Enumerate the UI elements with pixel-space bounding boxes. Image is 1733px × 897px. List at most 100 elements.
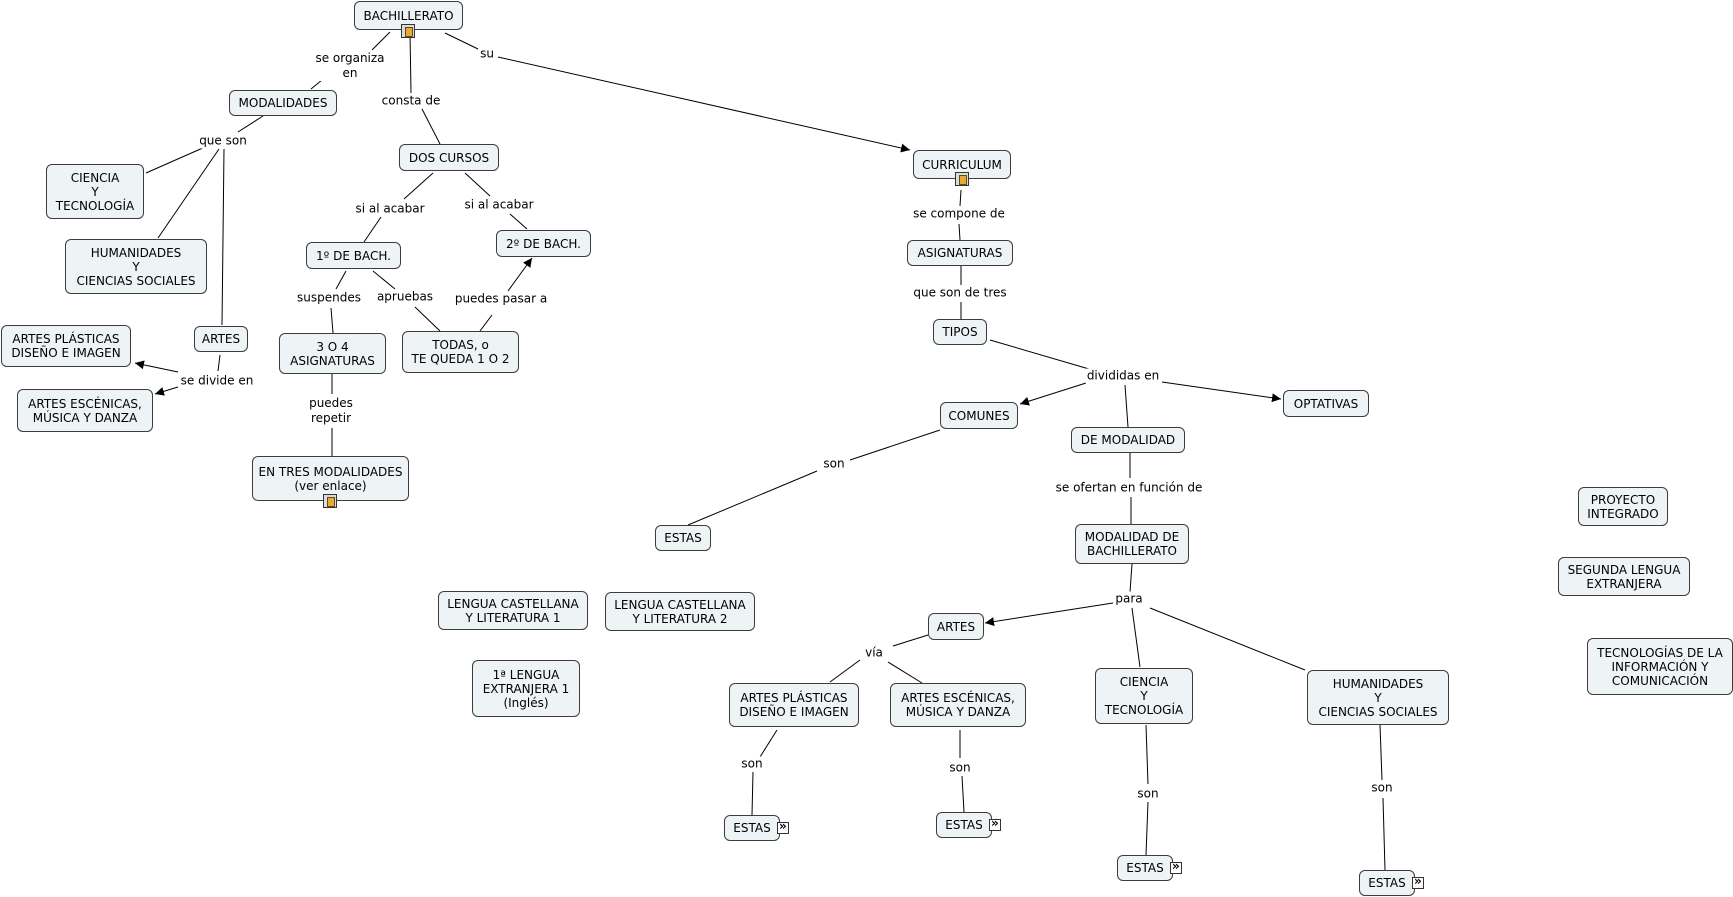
node-label: TIPOS (942, 325, 978, 339)
node-en-tres-modalidades[interactable]: EN TRES MODALIDADES (ver enlace) (252, 456, 409, 501)
link-label: suspendes (296, 290, 362, 306)
link-label: son (948, 760, 972, 776)
navigate-link-icon[interactable] (1412, 874, 1424, 889)
node-label: 2º DE BACH. (506, 236, 581, 251)
node-lengua-extranjera[interactable]: 1ª LENGUA EXTRANJERA 1 (Inglés) (472, 660, 580, 717)
link-label: si al acabar (463, 197, 535, 213)
node-label: LENGUA CASTELLANA Y LITERATURA 1 (447, 596, 579, 625)
node-label: ESTAS (664, 531, 702, 545)
navigate-link-icon[interactable] (777, 819, 789, 834)
node-artes-plasticas-left[interactable]: ARTES PLÁSTICAS DISEÑO E IMAGEN (1, 325, 131, 367)
node-segunda-lengua[interactable]: SEGUNDA LENGUA EXTRANJERA (1558, 557, 1690, 596)
link-label: son (1136, 786, 1160, 802)
node-tres-cuatro-asignaturas[interactable]: 3 O 4 ASIGNATURAS (279, 333, 386, 374)
node-label: EN TRES MODALIDADES (ver enlace) (258, 464, 403, 493)
node-humanidades-right[interactable]: HUMANIDADES Y CIENCIAS SOCIALES (1307, 670, 1449, 725)
link-label: que son de tres (912, 285, 1008, 301)
link-label: vía (864, 645, 884, 661)
node-label: MODALIDAD DE BACHILLERATO (1084, 530, 1180, 558)
node-label: TODAS, o TE QUEDA 1 O 2 (411, 338, 510, 366)
document-link-icon[interactable] (955, 172, 969, 186)
node-estas-comunes[interactable]: ESTAS (655, 525, 711, 551)
link-label: que son (198, 133, 248, 149)
link-label: puedes pasar a (453, 291, 549, 307)
node-label: DOS CURSOS (408, 150, 490, 165)
node-label: MODALIDADES (238, 96, 328, 110)
node-artes-right[interactable]: ARTES (928, 613, 984, 640)
node-ciencia-tecnologia-left[interactable]: CIENCIA Y TECNOLOGÍA (46, 164, 144, 219)
link-label: consta de (380, 93, 442, 109)
node-modalidad-bachillerato[interactable]: MODALIDAD DE BACHILLERATO (1075, 524, 1189, 564)
link-label: son (1370, 780, 1394, 796)
node-label: HUMANIDADES Y CIENCIAS SOCIALES (1318, 676, 1438, 719)
node-artes-escenicas-left[interactable]: ARTES ESCÉNICAS, MÚSICA Y DANZA (17, 389, 153, 432)
node-label: ARTES ESCÉNICAS, MÚSICA Y DANZA (901, 691, 1015, 719)
node-lengua-castellana-1[interactable]: LENGUA CASTELLANA Y LITERATURA 1 (438, 591, 588, 630)
node-label: DE MODALIDAD (1080, 433, 1176, 447)
node-estas-ciencia[interactable]: ESTAS (1117, 855, 1173, 881)
link-label: se compone de (912, 206, 1006, 222)
link-label: si al acabar (354, 201, 426, 217)
node-estas-plasticas[interactable]: ESTAS (724, 815, 780, 841)
node-label: PROYECTO INTEGRADO (1587, 492, 1659, 521)
link-label: se organiza en (314, 51, 386, 81)
node-proyecto-integrado[interactable]: PROYECTO INTEGRADO (1578, 487, 1668, 526)
node-label: ARTES ESCÉNICAS, MÚSICA Y DANZA (28, 396, 142, 425)
link-label: son (740, 756, 764, 772)
node-segundo-bach[interactable]: 2º DE BACH. (496, 230, 591, 257)
node-label: ESTAS (1368, 876, 1406, 890)
link-label: son (822, 456, 846, 472)
node-label: TECNOLOGÍAS DE LA INFORMACIÓN Y COMUNICA… (1597, 645, 1723, 688)
node-todas[interactable]: TODAS, o TE QUEDA 1 O 2 (402, 331, 519, 373)
link-label: para (1114, 591, 1144, 607)
node-label: ARTES PLÁSTICAS DISEÑO E IMAGEN (739, 691, 849, 719)
node-optativas[interactable]: OPTATIVAS (1283, 390, 1369, 417)
node-label: BACHILLERATO (363, 8, 454, 23)
node-asignaturas[interactable]: ASIGNATURAS (907, 240, 1013, 266)
node-de-modalidad[interactable]: DE MODALIDAD (1071, 427, 1185, 453)
node-label: ASIGNATURAS (917, 246, 1003, 260)
node-estas-escenicas[interactable]: ESTAS (936, 812, 992, 838)
node-label: ARTES (936, 619, 976, 634)
node-humanidades-left[interactable]: HUMANIDADES Y CIENCIAS SOCIALES (65, 239, 207, 294)
node-label: 1ª LENGUA EXTRANJERA 1 (Inglés) (482, 667, 570, 710)
node-modalidades[interactable]: MODALIDADES (229, 90, 337, 116)
node-label: LENGUA CASTELLANA Y LITERATURA 2 (614, 597, 746, 626)
node-artes-escenicas-right[interactable]: ARTES ESCÉNICAS, MÚSICA Y DANZA (890, 683, 1026, 727)
link-label: su (479, 46, 495, 62)
node-label: ARTES PLÁSTICAS DISEÑO E IMAGEN (11, 332, 121, 360)
node-label: 1º DE BACH. (316, 248, 391, 263)
node-comunes[interactable]: COMUNES (940, 402, 1018, 429)
node-label: ARTES (201, 332, 241, 346)
node-lengua-castellana-2[interactable]: LENGUA CASTELLANA Y LITERATURA 2 (605, 592, 755, 631)
link-label: apruebas (375, 289, 435, 305)
document-link-icon[interactable] (323, 494, 337, 508)
navigate-link-icon[interactable] (1170, 859, 1182, 874)
link-label: divididas en (1085, 368, 1161, 384)
node-artes-plasticas-right[interactable]: ARTES PLÁSTICAS DISEÑO E IMAGEN (729, 683, 859, 727)
node-estas-humanidades[interactable]: ESTAS (1359, 870, 1415, 896)
node-tipos[interactable]: TIPOS (933, 319, 987, 345)
node-label: HUMANIDADES Y CIENCIAS SOCIALES (76, 245, 196, 288)
link-label: se ofertan en función de (1054, 480, 1204, 496)
node-label: OPTATIVAS (1293, 396, 1359, 411)
node-label: ESTAS (733, 821, 771, 835)
node-tic[interactable]: TECNOLOGÍAS DE LA INFORMACIÓN Y COMUNICA… (1587, 638, 1733, 695)
link-label: se divide en (179, 373, 255, 389)
node-label: SEGUNDA LENGUA EXTRANJERA (1567, 562, 1681, 591)
node-label: CURRICULUM (922, 157, 1002, 172)
link-label: puedes repetir (308, 396, 354, 426)
node-primero-bach[interactable]: 1º DE BACH. (306, 242, 401, 269)
node-ciencia-tecnologia-right[interactable]: CIENCIA Y TECNOLOGÍA (1095, 668, 1193, 724)
node-label: 3 O 4 ASIGNATURAS (290, 339, 375, 368)
node-artes-left[interactable]: ARTES (194, 326, 248, 352)
node-dos-cursos[interactable]: DOS CURSOS (399, 144, 499, 171)
node-label: ESTAS (945, 818, 983, 832)
node-label: CIENCIA Y TECNOLOGÍA (55, 170, 135, 213)
document-link-icon[interactable] (401, 24, 415, 38)
node-label: COMUNES (948, 408, 1010, 423)
node-label: CIENCIA Y TECNOLOGÍA (1104, 675, 1184, 717)
node-label: ESTAS (1126, 861, 1164, 875)
navigate-link-icon[interactable] (989, 816, 1001, 831)
